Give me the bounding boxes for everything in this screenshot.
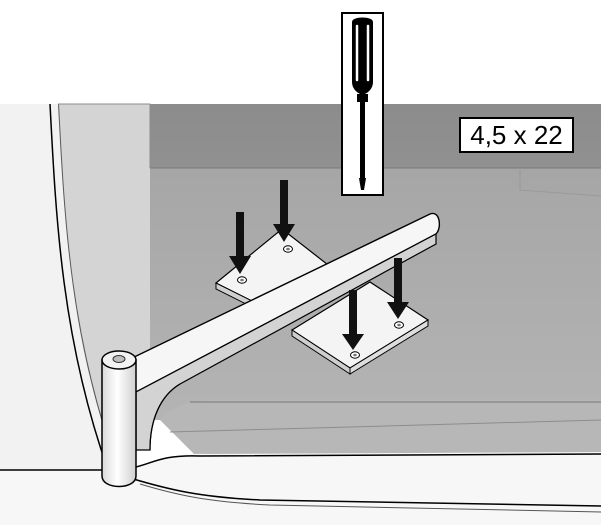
screw-hole-right-b [394,321,404,329]
hinge-leg [101,350,137,488]
screw-arrow-3 [342,290,364,350]
screw-arrow-4 [387,258,409,319]
screwdriver-icon [341,12,384,196]
screw-hole-left-a [237,276,247,284]
screw-hole-right-a [350,351,360,359]
screw-size-label: 4,5 x 22 [459,117,574,153]
screw-arrow-2 [273,180,295,242]
cabinet-interior [0,103,601,525]
screw-hole-left-b [283,245,293,253]
support-arm [127,212,441,451]
screw-arrow-1 [229,212,251,274]
